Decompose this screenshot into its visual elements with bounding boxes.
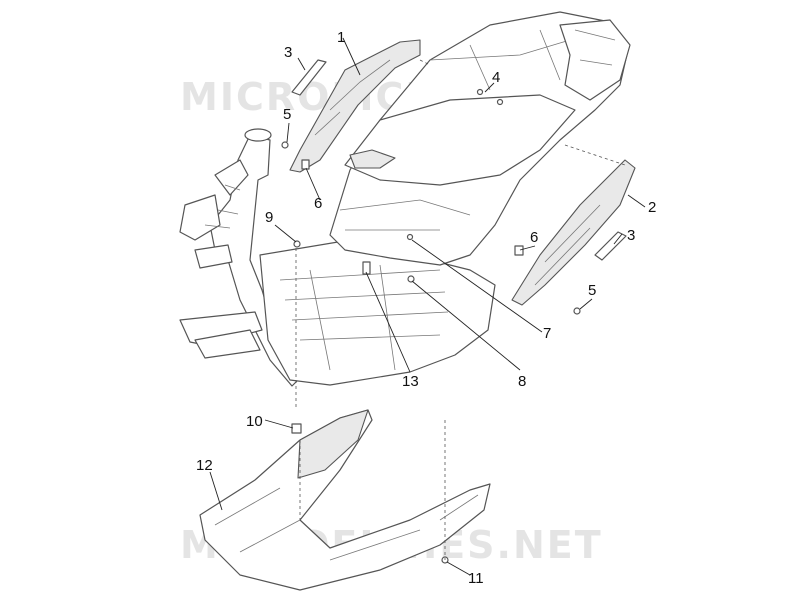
callout-labels: 1 2 3 3 4 5 5 6 6 7 8 9 10 11 12 13 xyxy=(196,29,656,587)
callout-13: 13 xyxy=(402,373,419,390)
main-body-shell xyxy=(329,11,631,266)
trim-strip-part-3-left xyxy=(291,59,327,96)
right-side-panel-part-2 xyxy=(511,159,636,306)
assembly-lines xyxy=(295,59,626,560)
fasteners xyxy=(281,88,581,564)
callout-4: 4 xyxy=(492,69,500,86)
callout-11: 11 xyxy=(468,570,484,587)
callout-5-right: 5 xyxy=(588,282,596,299)
trim-strip-part-3-right xyxy=(594,231,627,261)
callout-10: 10 xyxy=(246,413,263,430)
footboard-frame xyxy=(259,239,496,386)
callout-3-left: 3 xyxy=(284,44,292,61)
callout-3-right: 3 xyxy=(627,227,635,244)
leader-lines xyxy=(209,37,646,576)
callout-9: 9 xyxy=(265,209,273,226)
callout-6-right: 6 xyxy=(530,229,538,246)
callout-2: 2 xyxy=(648,199,656,216)
callout-12: 12 xyxy=(196,457,213,474)
callout-8: 8 xyxy=(518,373,526,390)
callout-5-left: 5 xyxy=(283,106,291,123)
left-side-panel-part-1 xyxy=(289,39,421,173)
lower-belly-panel-part-12 xyxy=(199,409,491,591)
callout-7: 7 xyxy=(543,325,551,342)
callout-1: 1 xyxy=(337,29,345,46)
frame-structure xyxy=(179,128,301,387)
callout-6-left: 6 xyxy=(314,195,322,212)
